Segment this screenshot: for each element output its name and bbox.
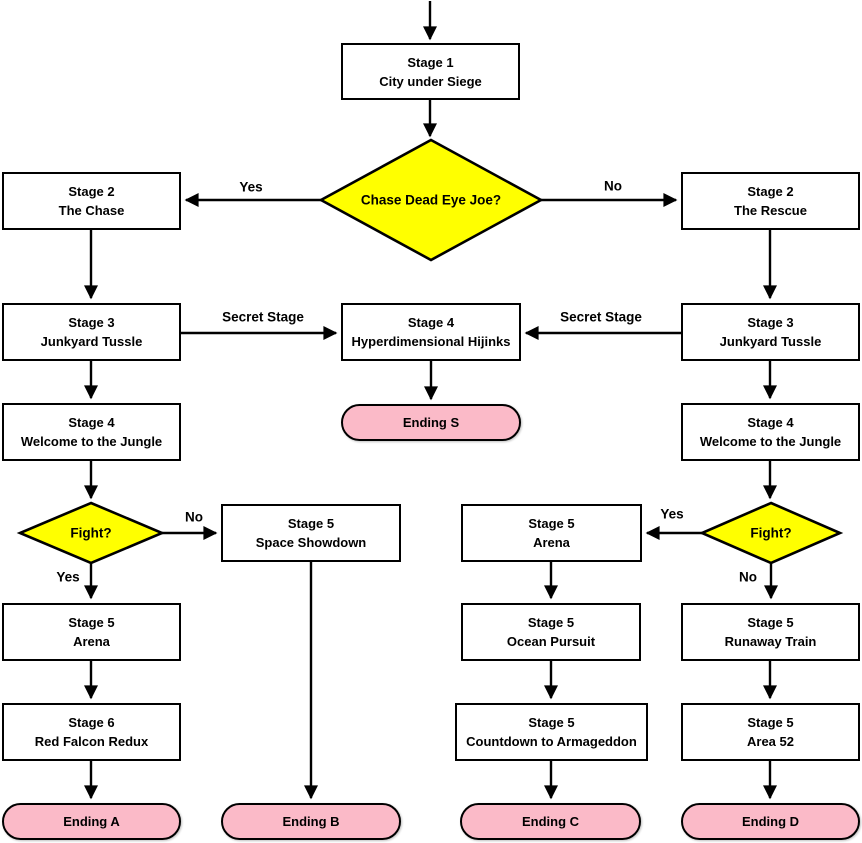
- edge-label-decision-no-to-rescue: No: [604, 178, 622, 194]
- node-stage5-area52: Stage 5 Area 52: [681, 703, 860, 761]
- node-ending-b: Ending B: [221, 803, 401, 840]
- node-stage2-chase: Stage 2 The Chase: [2, 172, 181, 230]
- node-stage1-line1: Stage 1: [407, 54, 454, 70]
- node-stage3-left-line1: Stage 3: [68, 315, 115, 330]
- node-stage3-right-line2: Junkyard Tussle: [719, 334, 822, 349]
- node-ending-c: Ending C: [460, 803, 641, 840]
- node-stage5-area52-line2: Area 52: [747, 734, 794, 749]
- node-stage2-chase-line2: The Chase: [58, 203, 125, 218]
- node-stage5-countdown-line2: Countdown to Armageddon: [466, 734, 637, 749]
- node-stage4-right: Stage 4 Welcome to the Jungle: [681, 403, 860, 461]
- node-stage1: Stage 1 City under Siege: [341, 43, 520, 100]
- node-ending-b-line1: Ending B: [282, 814, 340, 829]
- edge-label-secret-left: Secret Stage: [222, 309, 304, 325]
- node-stage1-line2: City under Siege: [379, 73, 482, 89]
- edge-label-decision-yes-to-chase: Yes: [239, 179, 263, 195]
- node-decision-chase: Chase Dead Eye Joe?: [360, 192, 502, 208]
- node-stage5-space-line2: Space Showdown: [255, 535, 367, 550]
- edge-label-secret-right: Secret Stage: [560, 309, 642, 325]
- node-stage4-left-line1: Stage 4: [68, 415, 115, 430]
- node-stage5-arena-mid-line1: Stage 5: [528, 516, 575, 531]
- node-stage2-chase-line1: Stage 2: [68, 184, 115, 199]
- node-stage5-countdown: Stage 5 Countdown to Armageddon: [455, 703, 648, 761]
- node-fight-right: Fight?: [750, 525, 792, 541]
- node-fight-left: Fight?: [70, 525, 112, 541]
- node-stage5-arena-left-line2: Arena: [73, 634, 110, 649]
- node-shape-decision-chase: [318, 138, 544, 262]
- node-ending-a-line1: Ending A: [63, 814, 120, 829]
- node-stage2-rescue-line2: The Rescue: [734, 203, 807, 218]
- node-stage3-left: Stage 3 Junkyard Tussle: [2, 303, 181, 361]
- node-stage5-arena-mid: Stage 5 Arena: [461, 504, 642, 562]
- node-stage6-redfalcon-line2: Red Falcon Redux: [34, 734, 149, 749]
- node-stage4-hyper: Stage 4 Hyperdimensional Hijinks: [341, 303, 521, 361]
- node-ending-c-line1: Ending C: [521, 814, 580, 829]
- node-stage2-rescue-line1: Stage 2: [747, 184, 794, 199]
- node-stage5-runaway: Stage 5 Runaway Train: [681, 603, 860, 661]
- node-ending-d: Ending D: [681, 803, 860, 840]
- node-ending-s-line1: Ending S: [402, 415, 460, 430]
- node-stage4-hyper-line2: Hyperdimensional Hijinks: [351, 334, 511, 349]
- edge-label-fight-left-yes: Yes: [56, 569, 80, 585]
- node-stage6-redfalcon-line1: Stage 6: [68, 715, 115, 730]
- node-stage2-rescue: Stage 2 The Rescue: [681, 172, 860, 230]
- node-stage3-left-line2: Junkyard Tussle: [40, 334, 143, 349]
- node-stage5-arena-mid-line2: Arena: [533, 535, 570, 550]
- node-stage4-left: Stage 4 Welcome to the Jungle: [2, 403, 181, 461]
- node-stage5-ocean: Stage 5 Ocean Pursuit: [461, 603, 641, 661]
- node-stage4-right-line2: Welcome to the Jungle: [699, 434, 842, 449]
- node-stage3-right-line1: Stage 3: [747, 315, 794, 330]
- node-stage5-space: Stage 5 Space Showdown: [221, 504, 401, 562]
- node-stage5-area52-line1: Stage 5: [747, 715, 794, 730]
- edge-label-fight-right-yes: Yes: [660, 506, 684, 522]
- node-stage5-arena-left-line1: Stage 5: [68, 615, 115, 630]
- node-stage3-right: Stage 3 Junkyard Tussle: [681, 303, 860, 361]
- node-stage5-runaway-line2: Runaway Train: [724, 634, 817, 649]
- node-shape-fight-left: [16, 501, 166, 565]
- node-stage5-countdown-line1: Stage 5: [528, 715, 575, 730]
- edge-label-fight-right-no: No: [739, 569, 757, 585]
- node-ending-s: Ending S: [341, 404, 521, 441]
- node-ending-d-line1: Ending D: [741, 814, 800, 829]
- node-stage4-hyper-line1: Stage 4: [407, 315, 455, 330]
- node-stage5-arena-left: Stage 5 Arena: [2, 603, 181, 661]
- node-stage5-runaway-line1: Stage 5: [747, 615, 794, 630]
- node-stage5-space-line1: Stage 5: [287, 516, 335, 531]
- node-stage4-left-line2: Welcome to the Jungle: [20, 434, 163, 449]
- node-stage6-redfalcon: Stage 6 Red Falcon Redux: [2, 703, 181, 761]
- node-ending-a: Ending A: [2, 803, 181, 840]
- node-stage4-right-line1: Stage 4: [747, 415, 794, 430]
- node-stage5-ocean-line2: Ocean Pursuit: [506, 634, 596, 649]
- edge-label-fight-left-no: No: [185, 509, 203, 525]
- node-shape-fight-right: [698, 501, 844, 565]
- node-stage5-ocean-line1: Stage 5: [527, 615, 575, 630]
